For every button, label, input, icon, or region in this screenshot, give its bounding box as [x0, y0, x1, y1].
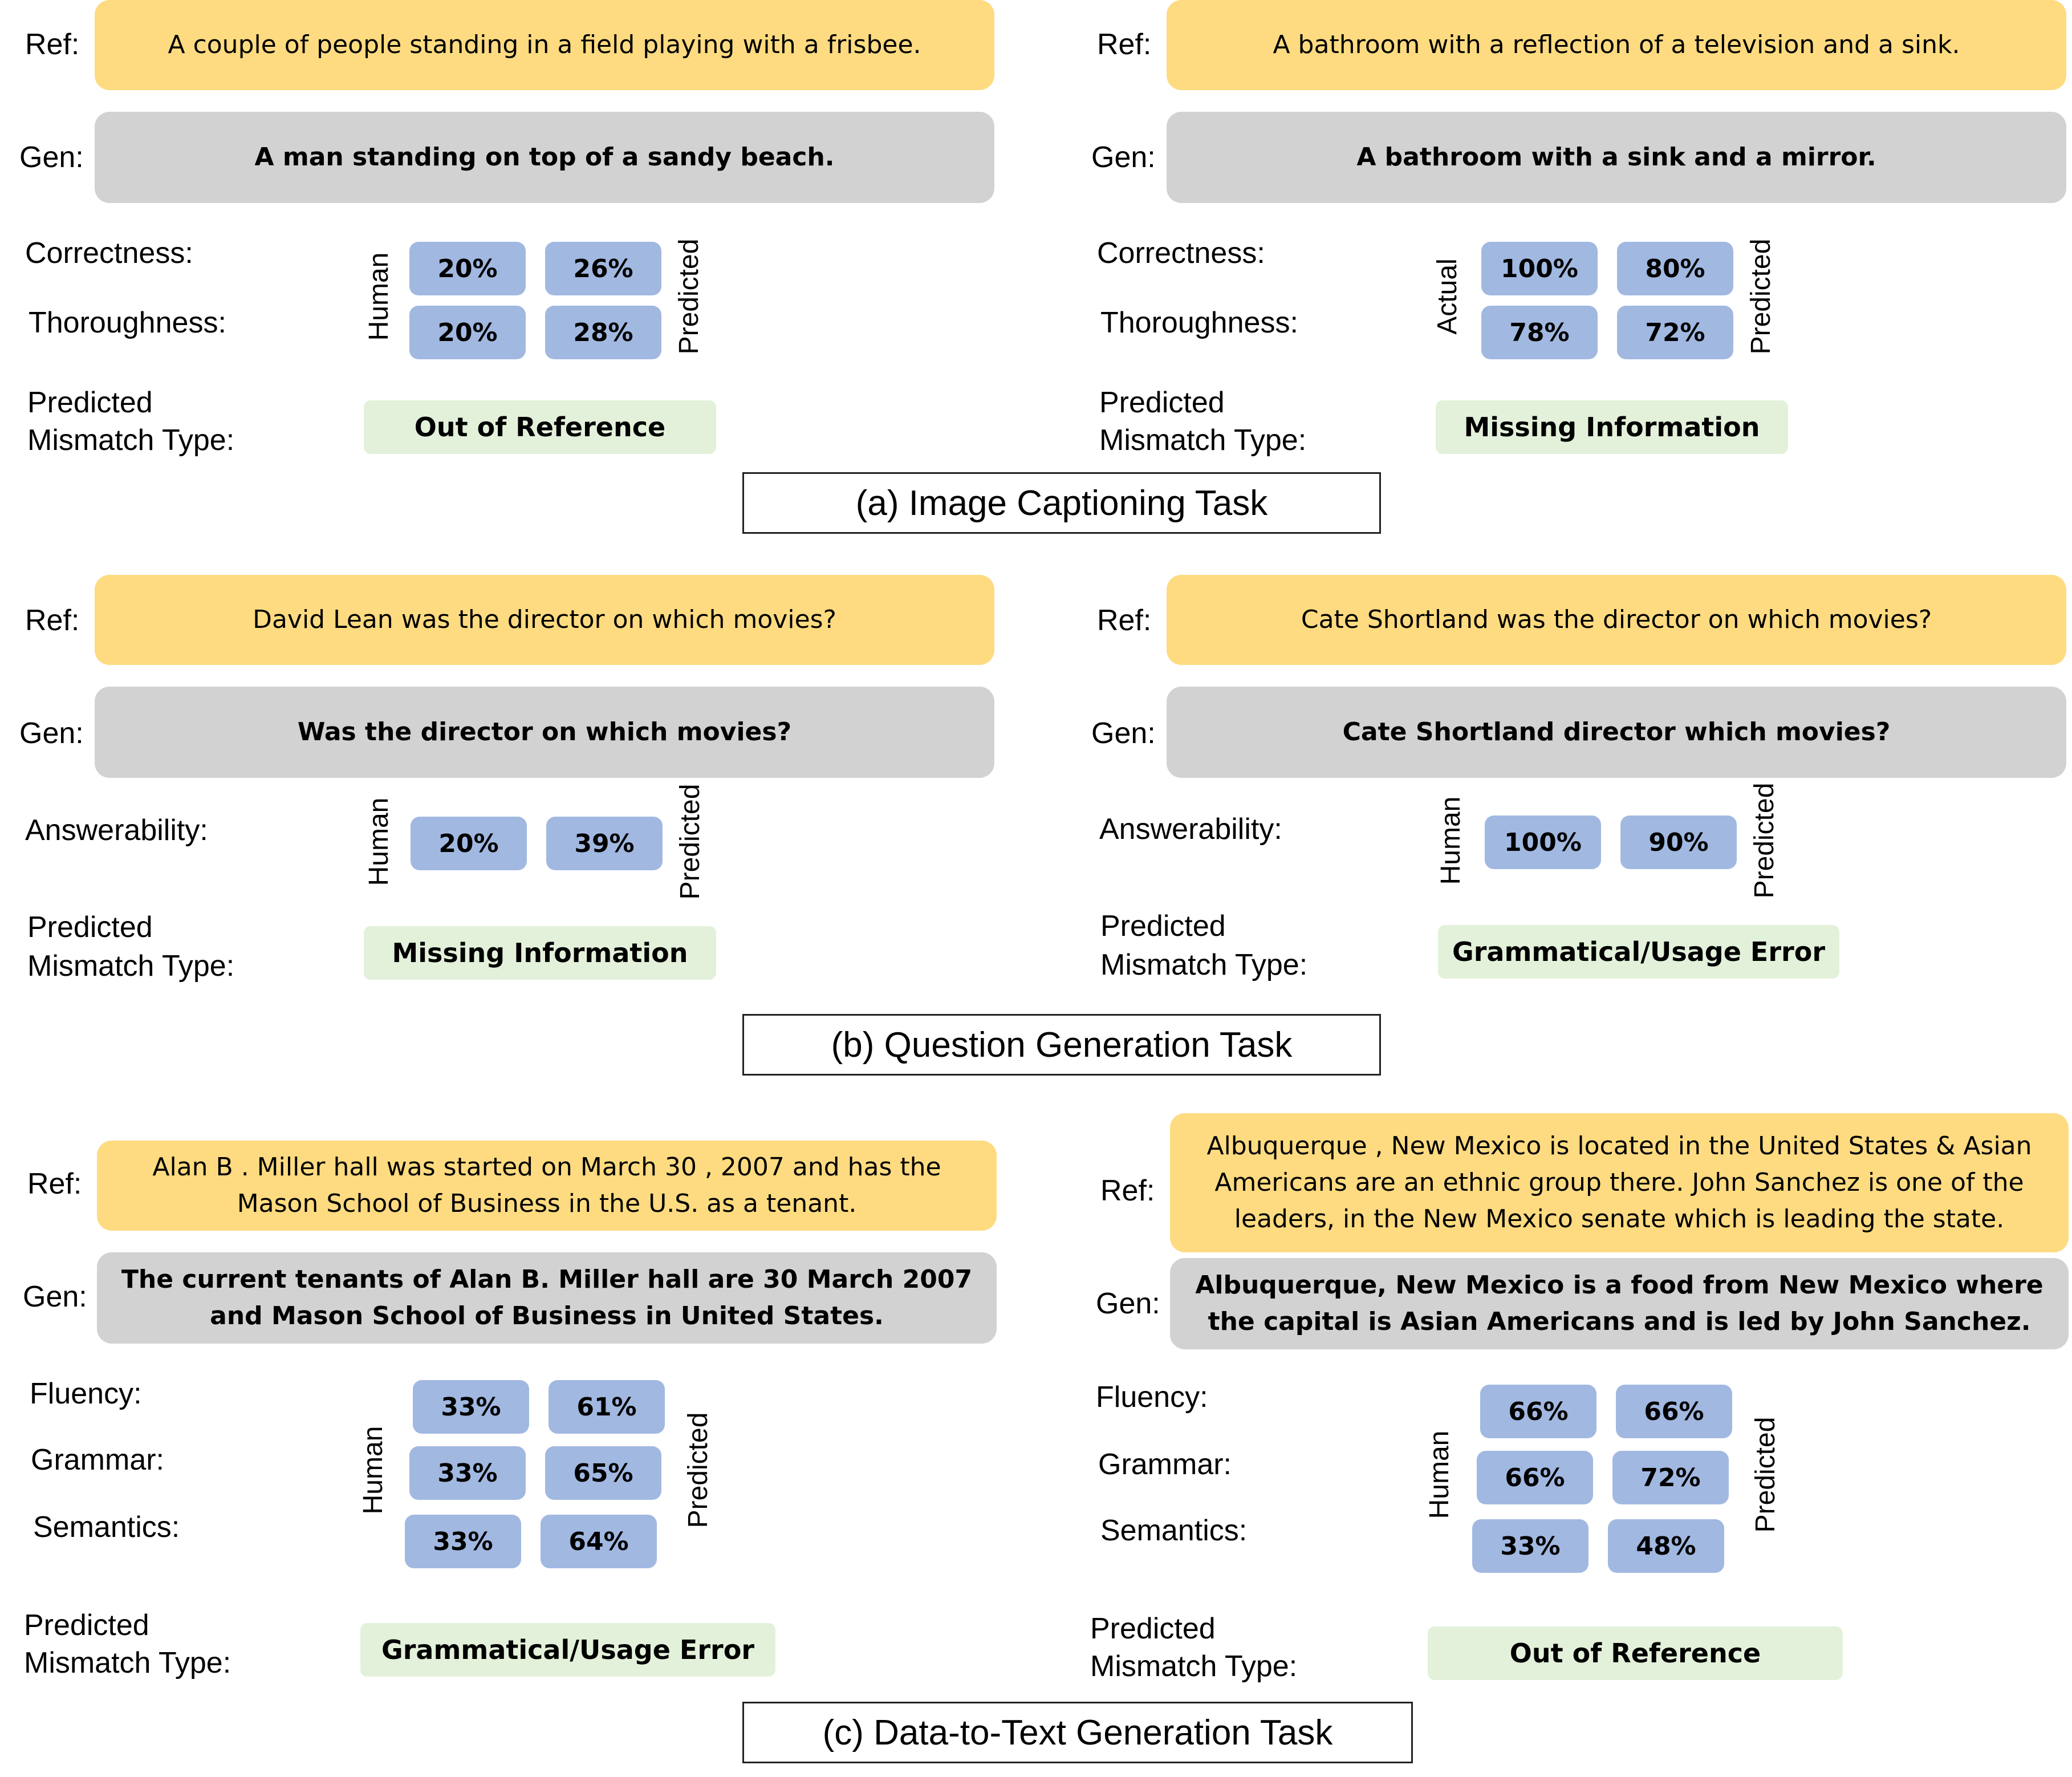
- metric-name: Answerability:: [25, 814, 208, 847]
- mismatch-type-label: Mismatch Type:: [24, 1646, 231, 1679]
- human-axis-label: Human: [1424, 1430, 1455, 1519]
- predicted-score: 72%: [1617, 306, 1733, 359]
- metric-name: Semantics:: [33, 1511, 180, 1544]
- human-axis-label: Human: [363, 797, 394, 886]
- human-score: 100%: [1485, 816, 1601, 869]
- gen-label: Gen:: [1091, 141, 1156, 174]
- human-score: 33%: [1472, 1519, 1588, 1573]
- mismatch-type-badge: Missing Information: [1436, 400, 1788, 454]
- predicted-score: 80%: [1617, 242, 1733, 295]
- predicted-axis-label: Predicted: [682, 1412, 713, 1528]
- predicted-score: 64%: [541, 1515, 657, 1568]
- mismatch-type-label: Mismatch Type:: [1100, 948, 1308, 981]
- human-score: 33%: [405, 1515, 521, 1568]
- human-score: 20%: [409, 306, 526, 359]
- predicted-score: 26%: [545, 242, 661, 295]
- human-score: 66%: [1477, 1451, 1593, 1504]
- predicted-mismatch-label: Predicted: [24, 1609, 149, 1642]
- predicted-mismatch-label: Predicted: [1100, 910, 1226, 943]
- generated-text: The current tenants of Alan B. Miller ha…: [97, 1252, 997, 1344]
- metric-name: Answerability:: [1099, 813, 1282, 846]
- predicted-score: 66%: [1616, 1385, 1732, 1438]
- predicted-score: 28%: [545, 306, 661, 359]
- reference-text: Cate Shortland was the director on which…: [1167, 575, 2066, 665]
- gen-label: Gen:: [1091, 717, 1156, 750]
- metric-name: Fluency:: [30, 1377, 142, 1410]
- metric-name: Grammar:: [31, 1443, 164, 1476]
- predicted-axis-label: Predicted: [1749, 782, 1780, 899]
- mismatch-type-badge: Grammatical/Usage Error: [360, 1623, 775, 1677]
- gen-label: Gen:: [1096, 1287, 1160, 1320]
- predicted-score: 90%: [1620, 816, 1737, 869]
- mismatch-type-badge: Out of Reference: [1428, 1626, 1843, 1680]
- ref-label: Ref:: [1097, 28, 1152, 61]
- human-score: 20%: [411, 817, 527, 870]
- predicted-mismatch-label: Predicted: [1099, 386, 1225, 419]
- mismatch-type-label: Mismatch Type:: [1099, 424, 1307, 457]
- reference-text: Alan B . Miller hall was started on Marc…: [97, 1141, 997, 1231]
- predicted-axis-label: Predicted: [675, 784, 705, 900]
- predicted-mismatch-label: Predicted: [27, 911, 153, 944]
- generated-text: Was the director on which movies?: [95, 687, 994, 778]
- metric-name: Correctness:: [25, 237, 193, 270]
- actual-axis-label: Actual: [1432, 258, 1462, 335]
- human-score: 33%: [409, 1446, 526, 1500]
- mismatch-type-label: Mismatch Type:: [27, 424, 235, 457]
- mismatch-type-badge: Missing Information: [364, 926, 716, 980]
- human-axis-label: Human: [363, 252, 394, 341]
- predicted-axis-label: Predicted: [1745, 238, 1776, 355]
- ref-label: Ref:: [1100, 1174, 1155, 1207]
- task-title: (a) Image Captioning Task: [742, 472, 1381, 534]
- predicted-score: 39%: [546, 817, 663, 870]
- human-score: 33%: [413, 1380, 529, 1434]
- predicted-axis-label: Predicted: [673, 238, 704, 355]
- task-title: (b) Question Generation Task: [742, 1014, 1381, 1076]
- mismatch-type-label: Mismatch Type:: [1090, 1650, 1298, 1683]
- human-score: 66%: [1480, 1385, 1596, 1438]
- actual-score: 78%: [1481, 306, 1598, 359]
- gen-label: Gen:: [23, 1280, 87, 1313]
- ref-label: Ref:: [27, 1167, 82, 1200]
- predicted-axis-label: Predicted: [1750, 1417, 1781, 1533]
- task-title: (c) Data-to-Text Generation Task: [742, 1702, 1413, 1763]
- metric-name: Correctness:: [1097, 237, 1265, 270]
- gen-label: Gen:: [19, 141, 84, 174]
- predicted-score: 72%: [1612, 1451, 1729, 1504]
- generated-text: A bathroom with a sink and a mirror.: [1167, 112, 2066, 203]
- metric-name: Semantics:: [1100, 1514, 1248, 1547]
- metric-name: Thoroughness:: [29, 306, 226, 339]
- human-axis-label: Human: [357, 1426, 388, 1515]
- metric-name: Thoroughness:: [1100, 306, 1298, 339]
- human-score: 20%: [409, 242, 526, 295]
- metric-name: Fluency:: [1096, 1381, 1208, 1414]
- mismatch-type-label: Mismatch Type:: [27, 950, 235, 983]
- predicted-mismatch-label: Predicted: [1090, 1612, 1216, 1645]
- reference-text: Albuquerque , New Mexico is located in t…: [1170, 1113, 2069, 1252]
- metric-name: Grammar:: [1098, 1448, 1232, 1481]
- ref-label: Ref:: [1097, 604, 1152, 637]
- generated-text: Albuquerque, New Mexico is a food from N…: [1170, 1258, 2069, 1349]
- human-axis-label: Human: [1435, 796, 1466, 885]
- predicted-score: 65%: [545, 1446, 661, 1500]
- reference-text: A bathroom with a reflection of a televi…: [1167, 0, 2066, 90]
- generated-text: Cate Shortland director which movies?: [1167, 687, 2066, 778]
- reference-text: A couple of people standing in a field p…: [95, 0, 994, 90]
- ref-label: Ref:: [25, 604, 80, 637]
- generated-text: A man standing on top of a sandy beach.: [95, 112, 994, 203]
- ref-label: Ref:: [25, 28, 80, 61]
- predicted-score: 61%: [549, 1380, 665, 1434]
- predicted-mismatch-label: Predicted: [27, 386, 153, 419]
- reference-text: David Lean was the director on which mov…: [95, 575, 994, 665]
- actual-score: 100%: [1481, 242, 1598, 295]
- mismatch-type-badge: Out of Reference: [364, 400, 716, 454]
- gen-label: Gen:: [19, 717, 84, 750]
- predicted-score: 48%: [1608, 1519, 1724, 1573]
- mismatch-type-badge: Grammatical/Usage Error: [1438, 925, 1839, 979]
